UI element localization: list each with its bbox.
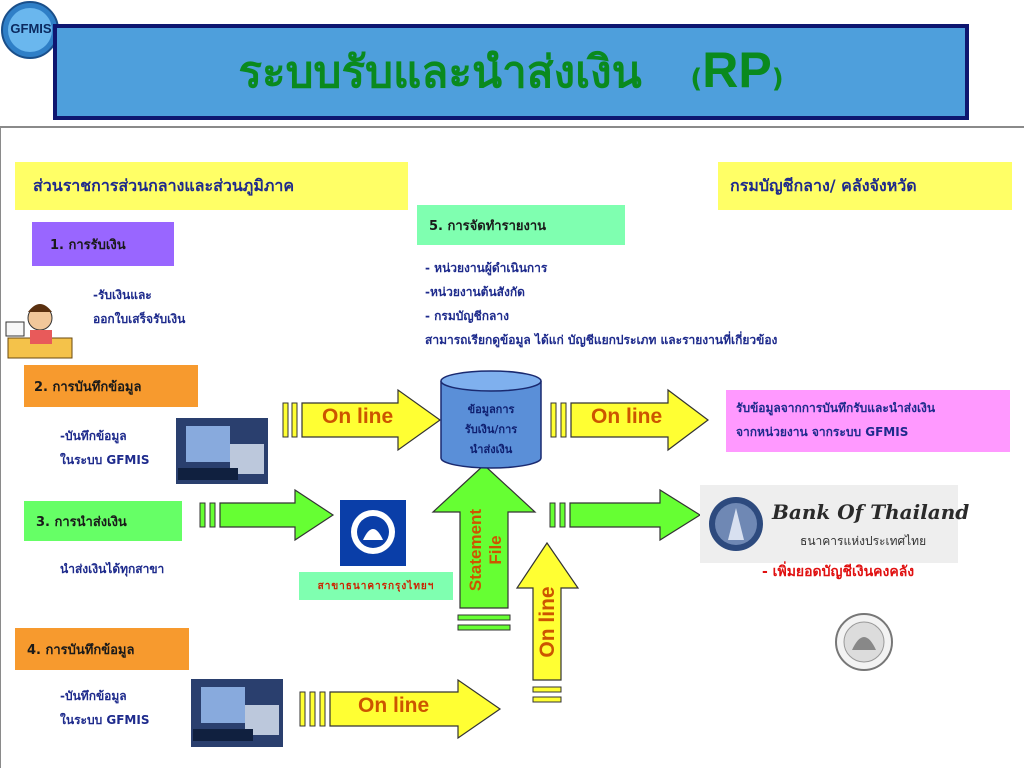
report-lines: - หน่วยงานผู้ดำเนินการ -หน่วยงานต้นสังกั… <box>425 256 777 352</box>
page-title: ระบบรับและนำส่งเงิน (RP) <box>238 37 783 107</box>
statement-file-arrow <box>431 464 537 631</box>
logo-text: GFMIS <box>10 21 51 36</box>
statement-line2: File <box>486 535 505 565</box>
statement-line1: Statement <box>466 508 485 592</box>
online-arrow-up <box>515 541 580 703</box>
gfmis-logo: GFMIS <box>0 0 62 62</box>
step1-desc2: ออกใบเสร็จรับเงิน <box>93 312 186 326</box>
report-line-4: สามารถเรียกดูข้อมูล ได้แก่ บัญชีแยกประเภ… <box>425 333 778 347</box>
report-line-1: - หน่วยงานผู้ดำเนินการ <box>425 261 548 275</box>
db-line2: รับเงิน/การ <box>464 423 518 436</box>
step5-label: 5. การจัดทำรายงาน <box>417 205 625 245</box>
bot-name-th: ธนาคารแห่งประเทศไทย <box>800 534 927 548</box>
gfmis-terminal-icon-2 <box>191 679 283 747</box>
database-cylinder <box>440 370 542 469</box>
title-main: ระบบรับและนำส่งเงิน <box>238 47 642 98</box>
green-arrow-to-ktb <box>199 488 335 542</box>
step3-desc: นำส่งเงินได้ทุกสาขา <box>60 562 165 576</box>
db-line3: นำส่งเงิน <box>469 443 513 456</box>
step2-desc2: ในระบบ GFMIS <box>60 453 150 467</box>
divider-line <box>0 126 1024 128</box>
report-line-3: - กรมบัญชีกลาง <box>425 309 509 323</box>
ktb-branch-label: สาขาธนาคารกรุงไทยฯ <box>299 572 453 600</box>
title-rp: RP <box>702 42 772 98</box>
step1-desc: -รับเงินและ ออกใบเสร็จรับเงิน <box>93 283 185 331</box>
gfmis-terminal-icon-1 <box>176 418 268 484</box>
green-arrow-to-bot <box>549 488 702 542</box>
title-paren-right: ) <box>771 64 784 94</box>
step2-desc1: -บันทึกข้อมูล <box>60 429 127 443</box>
online-label-3: On line <box>358 694 430 717</box>
online-label-vertical: On line <box>536 586 559 658</box>
title-paren-left: ( <box>690 64 703 94</box>
online-arrow-to-comptroller <box>550 388 709 452</box>
left-border <box>0 126 1 768</box>
online-arrow-bottom <box>299 678 502 740</box>
step3-label: 3. การนำส่งเงิน <box>24 501 182 541</box>
online-arrow-to-db <box>282 388 442 452</box>
online-label-2: On line <box>591 405 663 428</box>
bot-name-en: Bank Of Thailand <box>772 500 970 524</box>
online-label-1: On line <box>322 405 394 428</box>
bot-note: - เพิ่มยอดบัญชีเงินคงคลัง <box>762 564 915 580</box>
ktb-logo <box>340 500 406 566</box>
step2-desc: -บันทึกข้อมูล ในระบบ GFMIS <box>60 424 149 472</box>
comptroller-receive-box: รับข้อมูลจากการบันทึกรับและนำส่งเงิน จาก… <box>726 390 1010 452</box>
comptroller-seal <box>835 613 893 671</box>
database-label: ข้อมูลการ รับเงิน/การ นำส่งเงิน <box>441 400 541 460</box>
step4-label: 4. การบันทึกข้อมูล <box>15 628 189 670</box>
step4-desc: -บันทึกข้อมูล ในระบบ GFMIS <box>60 684 149 732</box>
pink-line1: รับข้อมูลจากการบันทึกรับและนำส่งเงิน <box>736 401 936 415</box>
step1-desc1: -รับเงินและ <box>93 288 152 302</box>
title-banner: ระบบรับและนำส่งเงิน (RP) <box>53 24 969 120</box>
db-line1: ข้อมูลการ <box>467 403 515 416</box>
pink-line2: จากหน่วยงาน จากระบบ GFMIS <box>736 425 909 439</box>
bot-logo-panel <box>700 485 958 563</box>
step4-desc1: -บันทึกข้อมูล <box>60 689 127 703</box>
step1-label: 1. การรับเงิน <box>32 222 174 266</box>
left-heading: ส่วนราชการส่วนกลางและส่วนภูมิภาค <box>15 162 408 210</box>
right-heading: กรมบัญชีกลาง/ คลังจังหวัด <box>718 162 1012 210</box>
statement-file-label: Statement File <box>466 504 506 596</box>
step2-label: 2. การบันทึกข้อมูล <box>24 365 198 407</box>
step4-desc2: ในระบบ GFMIS <box>60 713 150 727</box>
report-line-2: -หน่วยงานต้นสังกัด <box>425 285 525 299</box>
cashier-person-icon <box>5 304 73 359</box>
